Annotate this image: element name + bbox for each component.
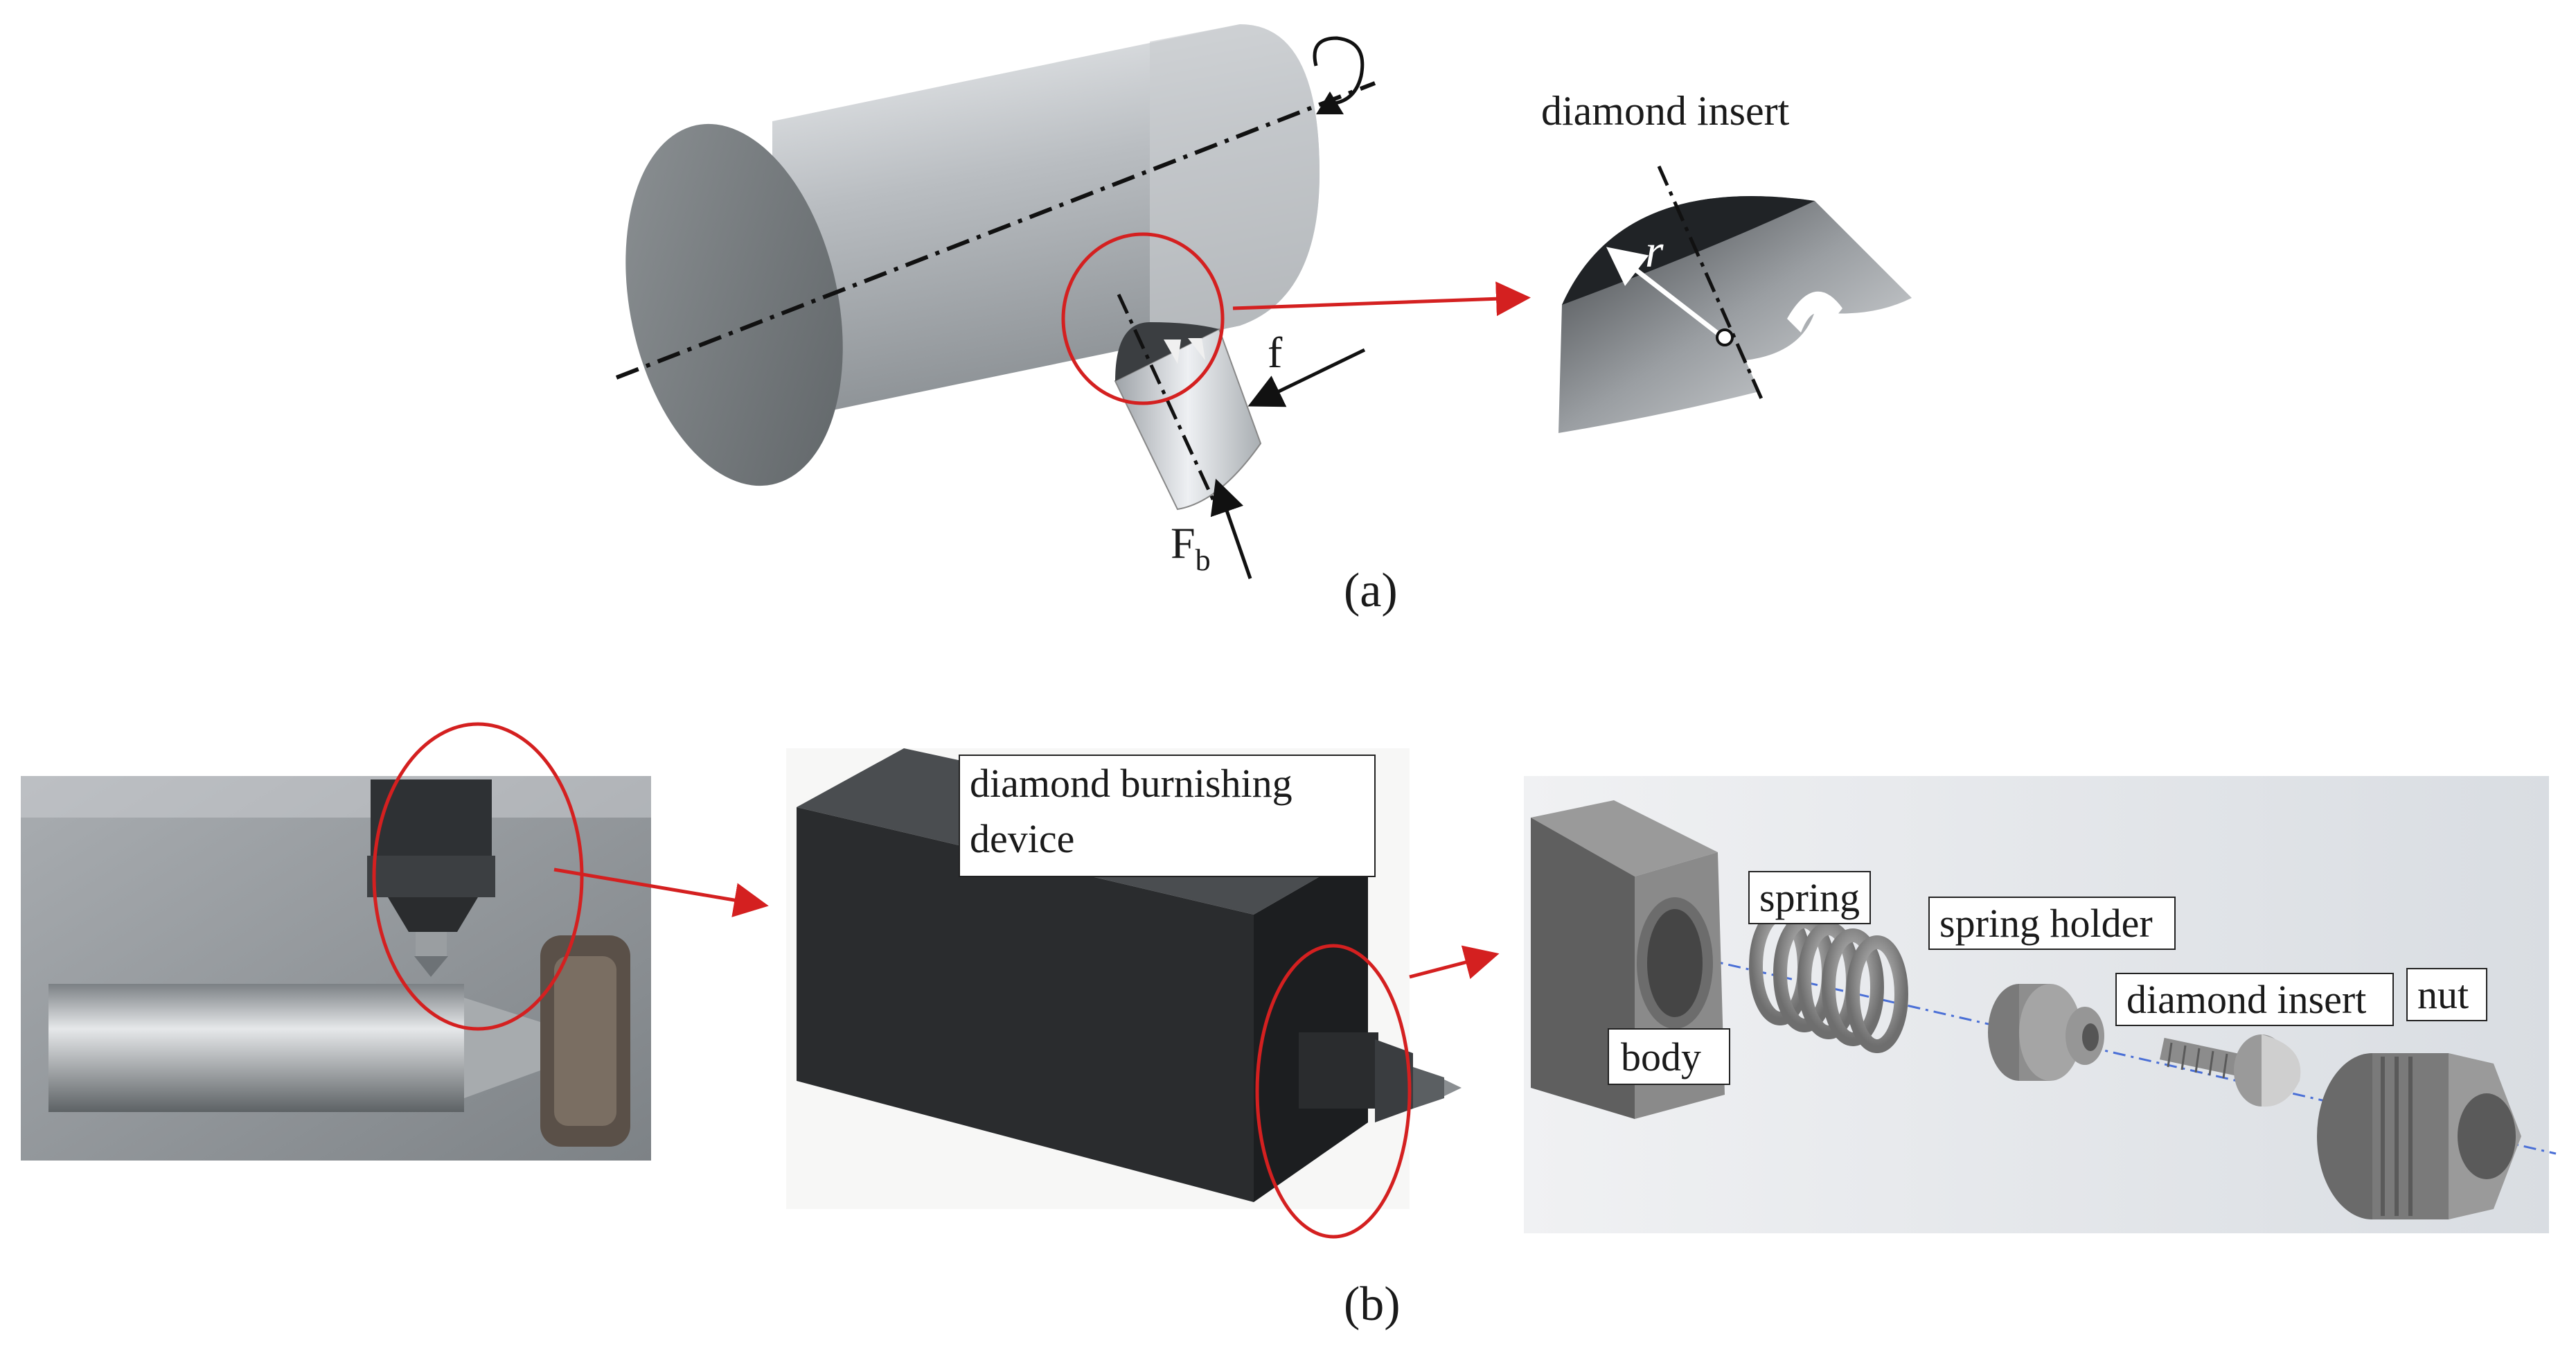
rotation-arrow-icon xyxy=(1313,36,1365,114)
photo-callout-circle xyxy=(372,722,584,1031)
radius-label: r xyxy=(1645,224,1664,277)
diamond-insert-label: diamond insert xyxy=(2126,977,2366,1022)
diamond-insert-detail: r xyxy=(1558,165,1912,433)
body-label: body xyxy=(1621,1034,1701,1079)
panel-a: f Fb r diamond insert (a) xyxy=(615,24,1912,617)
diamond-insert-label-box xyxy=(2115,973,2394,1026)
insert-center-point xyxy=(1716,328,1734,346)
device-callout-circle xyxy=(1255,944,1412,1239)
device-label-line2: device xyxy=(970,816,1074,861)
insert-title: diamond insert xyxy=(1541,88,1790,134)
nut-label-box xyxy=(2406,968,2487,1021)
nut-part xyxy=(2317,1053,2521,1219)
lathe-photo xyxy=(21,722,651,1161)
force-label: Fb xyxy=(1171,518,1211,577)
contact-callout-circle xyxy=(1061,232,1225,405)
device-label-box xyxy=(959,755,1376,877)
spring-holder-label: spring holder xyxy=(1939,901,2153,946)
body-label-box xyxy=(1608,1028,1730,1085)
feed-arrow xyxy=(1247,348,1366,407)
workpiece-axis xyxy=(615,81,1376,380)
panel-b: diamond burnishing device xyxy=(21,722,2557,1331)
spring-holder-part xyxy=(1988,984,2104,1081)
spring-label: spring xyxy=(1759,875,1860,920)
radius-arrow xyxy=(1606,247,1723,338)
burnishing-tool xyxy=(1114,322,1262,511)
caption-a: (a) xyxy=(1344,564,1398,617)
callout-arrow-icon xyxy=(1232,281,1531,317)
tool-holder-block xyxy=(371,779,492,859)
callout-arrow-icon-3 xyxy=(1409,945,1500,980)
spring-label-box xyxy=(1748,871,1871,924)
cad-exploded-view xyxy=(1524,776,2557,1233)
device-label-line1: diamond burnishing xyxy=(970,761,1293,806)
workpiece-cylinder xyxy=(625,24,1320,486)
force-arrow xyxy=(1210,478,1252,579)
tool-axis xyxy=(1117,293,1221,514)
callout-arrow-icon-2 xyxy=(553,867,769,917)
caption-b: (b) xyxy=(1344,1278,1401,1331)
nut-label: nut xyxy=(2417,972,2469,1017)
diamond-insert-part xyxy=(2159,1034,2301,1107)
lathe-workpiece xyxy=(48,984,464,1112)
spring-holder-label-box xyxy=(1928,897,2176,950)
feed-label: f xyxy=(1268,328,1283,377)
